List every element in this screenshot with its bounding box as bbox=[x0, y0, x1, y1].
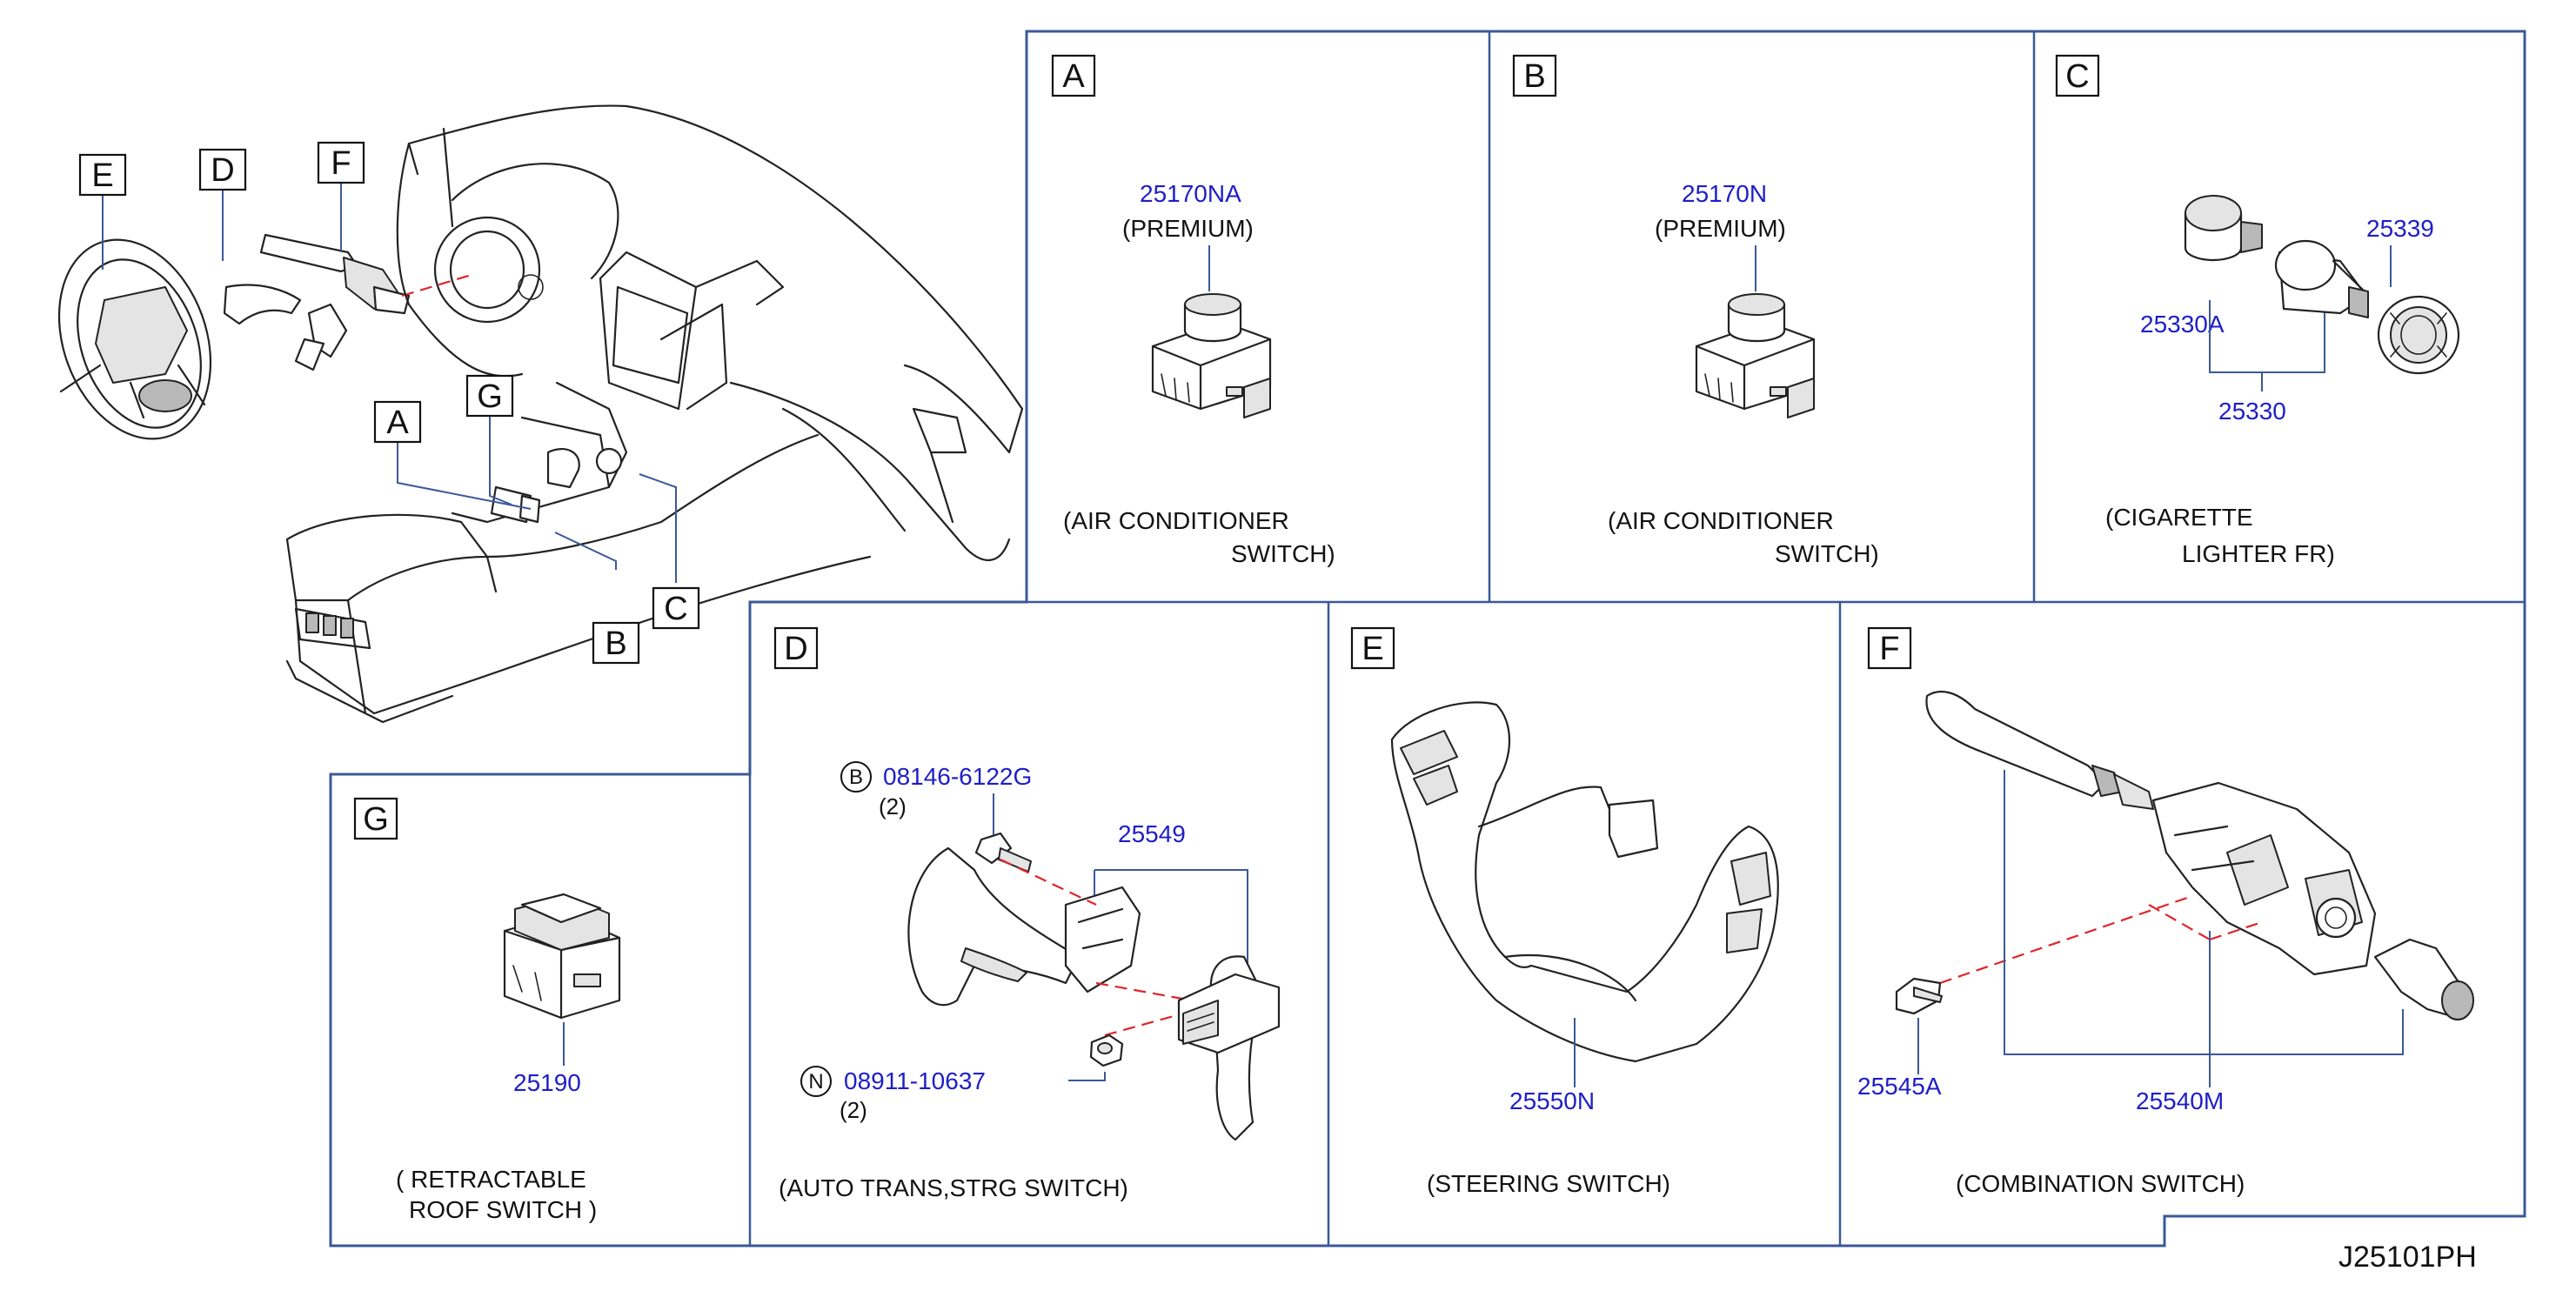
part-25545a: 25545A bbox=[1857, 1073, 1942, 1100]
section-d-letter: D bbox=[784, 631, 807, 667]
lighter-socket-icon bbox=[2274, 239, 2369, 318]
combination-switch-body-icon bbox=[2151, 781, 2377, 976]
caption-d: (AUTO TRANS,STRG SWITCH) bbox=[779, 1174, 1128, 1201]
svg-text:B: B bbox=[605, 625, 626, 662]
svg-text:E: E bbox=[91, 157, 113, 194]
caption-g-line1: ( RETRACTABLE bbox=[396, 1166, 586, 1193]
overview-letter-f: F bbox=[317, 141, 365, 184]
section-b: B 25170N (PREMIUM) (AIR CONDITIONER SWIT… bbox=[1512, 54, 1879, 567]
overview-letter-a: A bbox=[373, 400, 422, 444]
part-25540m: 25540M bbox=[2136, 1087, 2224, 1114]
section-g: G 25190 ( RETRACTABLE ROOF SWITCH ) bbox=[353, 797, 621, 1223]
overview-letter-e: E bbox=[78, 153, 127, 197]
caption-g-line2: ROOF SWITCH ) bbox=[409, 1196, 597, 1223]
overview-letter-d: D bbox=[198, 148, 247, 191]
nut-icon bbox=[1089, 1033, 1124, 1067]
caption-c-line2: LIGHTER FR) bbox=[2182, 540, 2335, 567]
premium-note-a: (PREMIUM) bbox=[1122, 215, 1254, 242]
part-25549: 25549 bbox=[1118, 820, 1186, 847]
section-frame bbox=[329, 30, 2526, 1248]
svg-text:C: C bbox=[664, 591, 687, 627]
bolt-symbol: B bbox=[849, 766, 863, 789]
bolt-qty: (2) bbox=[879, 793, 907, 819]
overview-leaders bbox=[102, 183, 677, 583]
section-f-letter: F bbox=[1879, 631, 1899, 667]
lighter-ring-icon bbox=[2377, 295, 2460, 375]
part-25170n: 25170N bbox=[1682, 180, 1767, 207]
premium-note-b: (PREMIUM) bbox=[1655, 215, 1786, 242]
caption-b-line2: SWITCH) bbox=[1775, 540, 1879, 567]
nut-qty: (2) bbox=[840, 1097, 867, 1123]
section-b-letter: B bbox=[1523, 58, 1545, 95]
part-25330a: 25330A bbox=[2140, 311, 2225, 338]
section-a: A 25170NA (PREMIUM) (AIR CONDITIONER SWI… bbox=[1051, 54, 1335, 567]
caption-b-line1: (AIR CONDITIONER bbox=[1608, 507, 1834, 534]
right-paddle-icon bbox=[1177, 955, 1281, 1141]
section-a-letter: A bbox=[1062, 58, 1085, 95]
ac-switch-a-icon bbox=[1151, 293, 1272, 418]
section-e-letter: E bbox=[1362, 631, 1383, 667]
part-08911-10637: 08911-10637 bbox=[844, 1067, 986, 1094]
svg-text:G: G bbox=[477, 378, 503, 415]
svg-text:F: F bbox=[331, 145, 351, 182]
part-25550n: 25550N bbox=[1509, 1087, 1595, 1114]
part-25330: 25330 bbox=[2218, 398, 2286, 425]
section-f: F 25545A 25540M (COMBINATIO bbox=[1857, 626, 2474, 1197]
roof-switch-icon bbox=[503, 893, 621, 1020]
connector-plug-icon bbox=[2373, 938, 2474, 1020]
part-25170na: 25170NA bbox=[1140, 180, 1241, 207]
nut-symbol: N bbox=[808, 1070, 823, 1094]
svg-text:A: A bbox=[386, 405, 409, 441]
steering-switch-icon bbox=[1390, 701, 1779, 1063]
section-d: D B 08146-6122G (2) 25549 bbox=[773, 626, 1281, 1201]
ac-switch-b-icon bbox=[1695, 293, 1816, 418]
bolt-icon bbox=[974, 832, 1032, 873]
caption-a-line2: SWITCH) bbox=[1231, 540, 1335, 567]
overview-letter-b: B bbox=[592, 621, 640, 665]
diagram-code: J25101PH bbox=[2338, 1241, 2477, 1274]
lighter-plug-icon bbox=[2184, 195, 2263, 262]
part-08146-6122g: 08146-6122G bbox=[883, 763, 1032, 790]
caption-e: (STEERING SWITCH) bbox=[1427, 1170, 1670, 1197]
screw-icon bbox=[1895, 977, 1943, 1015]
caption-a-line1: (AIR CONDITIONER bbox=[1063, 507, 1289, 534]
section-g-letter: G bbox=[363, 801, 389, 838]
svg-text:D: D bbox=[211, 152, 234, 189]
left-paddle-icon bbox=[907, 846, 1141, 1007]
part-25339: 25339 bbox=[2366, 215, 2434, 242]
overview-letter-g: G bbox=[465, 374, 514, 418]
combination-lever-icon bbox=[1925, 690, 2154, 810]
section-e: E 25550N (STEERING SWITCH) bbox=[1350, 626, 1779, 1197]
section-c-letter: C bbox=[2065, 58, 2089, 95]
caption-c-line1: (CIGARETTE bbox=[2105, 504, 2253, 531]
part-25190: 25190 bbox=[513, 1069, 581, 1096]
section-c: C 25339 25330A 25330 (CIGARETTE LIGHTER … bbox=[2055, 54, 2460, 567]
overview-letter-c: C bbox=[652, 586, 700, 630]
overview-illustration bbox=[57, 104, 1024, 724]
caption-f: (COMBINATION SWITCH) bbox=[1956, 1170, 2245, 1197]
